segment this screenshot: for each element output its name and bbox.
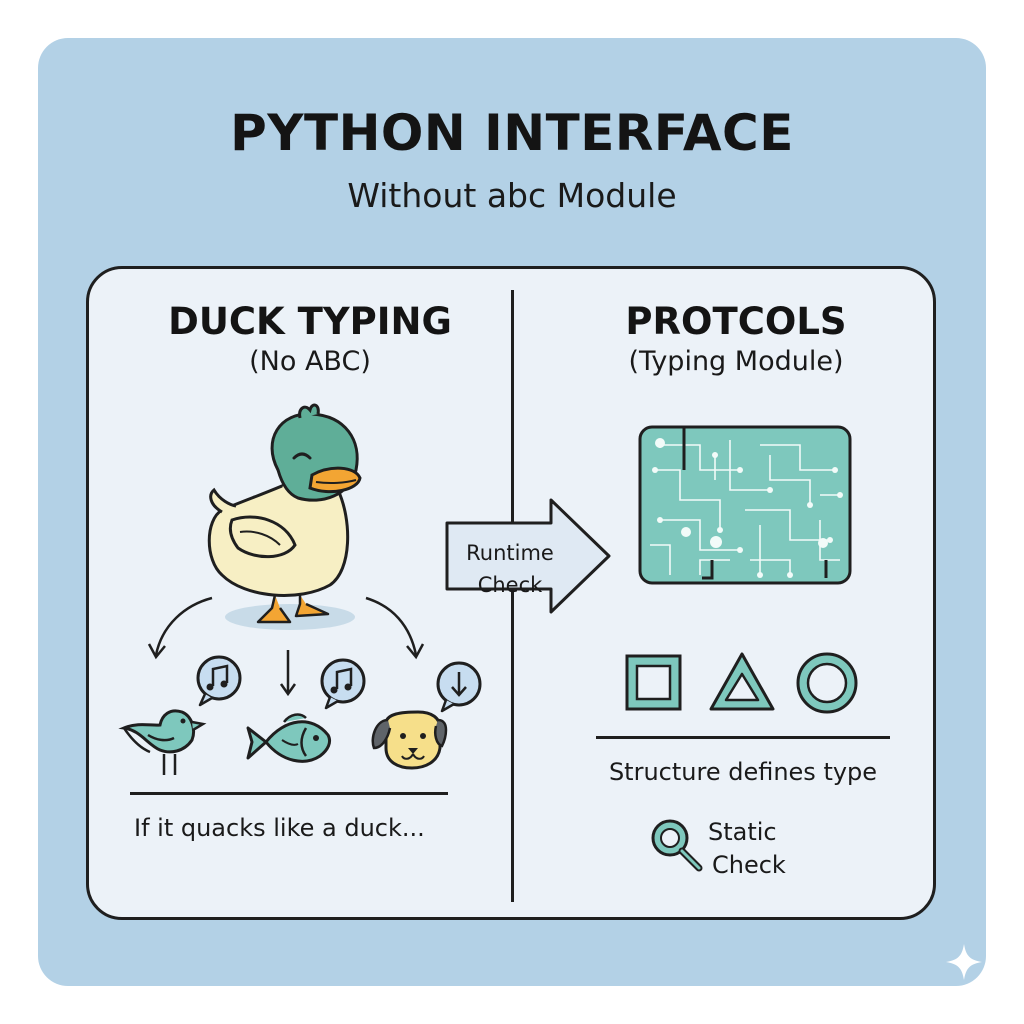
panel-divider [511,290,514,902]
static-check-label: Check [712,851,786,879]
page-subtitle: Without abc Module [347,176,677,215]
duck-typing-heading: DUCK TYPING [168,300,452,343]
page-title: PYTHON INTERFACE [230,104,794,162]
right-rule [596,736,890,739]
duck-typing-subheading: (No ABC) [249,346,371,377]
runtime-label: Runtime [466,541,554,565]
left-caption-rule [130,792,448,795]
protocols-subheading: (Typing Module) [628,346,844,377]
structure-text: Structure defines type [608,758,878,786]
static-label: Static [708,818,777,846]
check-label: Check [477,573,543,597]
protocols-heading: PROTCOLS [625,300,847,343]
duck-caption: If it quacks like a duck... [134,814,425,842]
